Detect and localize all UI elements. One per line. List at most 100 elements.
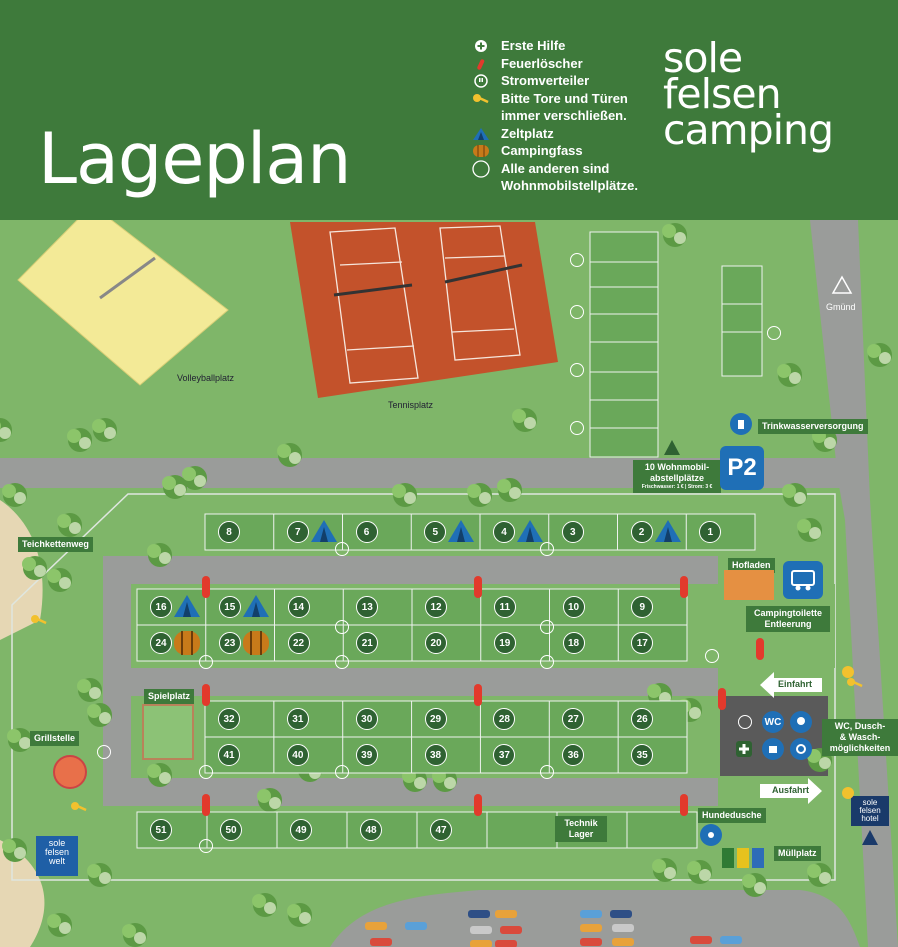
pitch-number[interactable]: 38 — [424, 744, 447, 766]
pitch-number[interactable]: 6 — [355, 521, 378, 543]
pitch-number[interactable]: 9 — [631, 596, 654, 618]
pitch-number[interactable]: 17 — [631, 632, 654, 654]
playground-icon — [142, 704, 194, 760]
pitch-number[interactable]: 47 — [430, 819, 452, 841]
pitch-number[interactable]: 30 — [355, 708, 378, 730]
toilette-title: Campingtoilette — [753, 608, 822, 618]
pitch-number[interactable]: 18 — [562, 632, 585, 654]
tree — [252, 893, 277, 917]
pitch-number[interactable]: 37 — [493, 744, 516, 766]
legend-spacer — [470, 178, 492, 194]
pitch-number[interactable]: 14 — [287, 596, 310, 618]
car — [468, 910, 490, 918]
einfahrt-arrow: Einfahrt — [760, 672, 822, 698]
technik-label: Technik Lager — [555, 816, 607, 842]
tree — [57, 513, 82, 537]
legend-label: Wohnmobilstellplätze. — [501, 178, 638, 193]
pitch-number[interactable]: 39 — [355, 744, 378, 766]
pitch-number[interactable]: 28 — [493, 708, 516, 730]
circle-icon — [470, 159, 492, 178]
einfahrt-label: Einfahrt — [778, 679, 813, 689]
legend-row: Campingfass — [470, 143, 638, 161]
power-plug-icon — [570, 253, 584, 267]
tree — [147, 543, 172, 567]
tree — [162, 475, 187, 499]
gate-icon — [842, 666, 854, 678]
pitch-number[interactable]: 20 — [425, 632, 447, 654]
tent-icon — [654, 519, 682, 543]
car — [580, 938, 602, 946]
trinkwasser-label: Trinkwasserversorgung — [758, 419, 868, 434]
car — [690, 936, 712, 944]
tennis-court — [290, 222, 558, 398]
gate-icon — [842, 787, 854, 799]
fire-extinguisher-icon — [756, 638, 764, 660]
pitch-number[interactable]: 16 — [150, 596, 172, 618]
motorhome-parking-grid — [589, 231, 763, 458]
grill-icon — [53, 755, 87, 789]
tent-icon — [516, 519, 544, 543]
hotel-arrow-icon — [862, 830, 878, 845]
wohnmobil-title2: abstellplätze — [649, 473, 705, 483]
camping-toilet-icon — [783, 561, 823, 599]
car — [470, 940, 492, 947]
power-plug-icon — [335, 765, 349, 779]
pitch-number[interactable]: 21 — [356, 632, 379, 654]
pitch-number[interactable]: 1 — [699, 521, 722, 543]
pitch-number[interactable]: 29 — [424, 708, 447, 730]
pitch-number[interactable]: 51 — [150, 819, 172, 841]
pitch-number[interactable]: 3 — [561, 521, 584, 543]
pitch-number[interactable]: 10 — [562, 596, 585, 618]
barrel-icon — [242, 630, 270, 656]
pitch-number[interactable]: 24 — [150, 632, 172, 654]
fence — [11, 493, 836, 881]
legend-label: Bitte Tore und Türen — [501, 90, 628, 106]
pitch-number[interactable]: 26 — [631, 708, 654, 730]
pitch-number[interactable]: 5 — [424, 521, 447, 543]
legend-label: Feuerlöscher — [501, 55, 583, 71]
pitch-number[interactable]: 27 — [562, 708, 585, 730]
tree — [7, 728, 32, 752]
pitch-number[interactable]: 13 — [356, 596, 379, 618]
pitch-number[interactable]: 23 — [218, 632, 241, 654]
power-plug-icon — [570, 305, 584, 319]
key-icon — [70, 800, 88, 814]
fire-extinguisher-icon — [474, 684, 482, 706]
pitch-number[interactable]: 7 — [286, 521, 309, 543]
pitch-number[interactable]: 31 — [286, 708, 309, 730]
pitch-number[interactable]: 36 — [562, 744, 585, 766]
legend-row: Feuerlöscher — [470, 56, 638, 74]
tree — [0, 418, 12, 442]
pitch-number[interactable]: 11 — [493, 596, 516, 618]
hofladen-building-icon — [724, 570, 774, 600]
pitch-number[interactable]: 48 — [360, 819, 382, 841]
parking-p2-icon: P2 — [720, 446, 764, 490]
pitch-number[interactable]: 35 — [631, 744, 654, 766]
tree — [497, 478, 522, 502]
pitch-number[interactable]: 49 — [290, 819, 312, 841]
pitch-number[interactable]: 22 — [287, 632, 310, 654]
hotel-logo-3: hotel — [861, 814, 879, 823]
gmuend-label: Gmünd — [826, 302, 856, 312]
roads — [0, 220, 898, 947]
logo-line-1: sole — [663, 34, 743, 82]
gmuend-arrow-icon — [831, 275, 853, 294]
pitch-number[interactable]: 15 — [218, 596, 241, 618]
pitch-number[interactable]: 4 — [493, 521, 515, 543]
wc-title: WC, Dusch- — [834, 721, 886, 731]
pitch-number[interactable]: 19 — [493, 632, 516, 654]
pitch-number[interactable]: 50 — [220, 819, 242, 841]
pitch-number[interactable]: 8 — [218, 521, 240, 543]
power-plug-icon — [767, 326, 781, 340]
pitch-number[interactable]: 41 — [218, 744, 240, 766]
grillstelle-label: Grillstelle — [30, 731, 80, 746]
pitch-number[interactable]: 40 — [286, 744, 309, 766]
pitch-number[interactable]: 12 — [425, 596, 447, 618]
pitch-number[interactable]: 2 — [630, 521, 653, 543]
wohnmobil-label: 10 Wohnmobil- abstellplätze Frischwasser… — [633, 460, 721, 493]
tree — [662, 223, 687, 247]
barrel-icon — [173, 630, 201, 656]
tent-icon — [470, 126, 492, 142]
pitch-number[interactable]: 32 — [218, 708, 240, 730]
fire-extinguisher-icon — [202, 576, 210, 598]
